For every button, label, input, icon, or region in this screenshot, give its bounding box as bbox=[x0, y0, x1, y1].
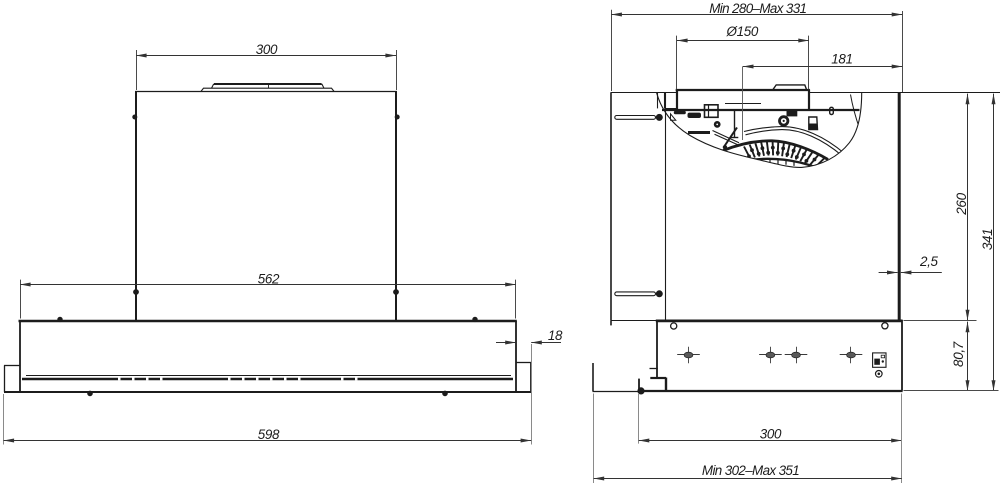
svg-text:598: 598 bbox=[258, 427, 280, 442]
svg-text:300: 300 bbox=[760, 427, 782, 442]
svg-text:2,5: 2,5 bbox=[919, 254, 939, 269]
svg-text:Min 302–Max 351: Min 302–Max 351 bbox=[702, 463, 799, 478]
svg-text:Min 280–Max 331: Min 280–Max 331 bbox=[709, 1, 806, 16]
svg-text:Ø150: Ø150 bbox=[726, 24, 759, 39]
svg-text:300: 300 bbox=[256, 42, 278, 57]
svg-text:260: 260 bbox=[954, 192, 969, 215]
svg-text:181: 181 bbox=[831, 52, 852, 67]
svg-text:18: 18 bbox=[548, 328, 563, 343]
svg-text:341: 341 bbox=[980, 229, 995, 250]
svg-text:80,7: 80,7 bbox=[951, 341, 966, 367]
svg-text:562: 562 bbox=[258, 272, 280, 287]
